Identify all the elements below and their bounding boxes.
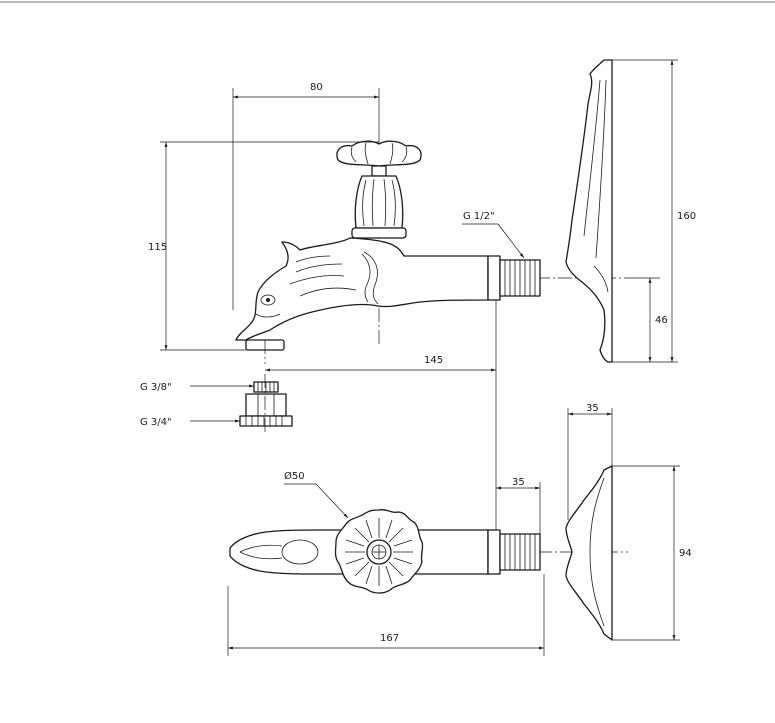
dim-94: 94 [679,548,692,559]
dimension-lines [160,59,680,656]
wall-plate-side [565,59,613,363]
outlet-adaptor [239,374,293,432]
handle-wheel-side [336,140,422,167]
thread-g38: G 3/8" [140,382,172,393]
dim-diameter-50: Ø50 [284,470,305,482]
top-view [229,465,628,641]
dim-35-top: 35 [586,403,599,414]
dim-145: 145 [424,355,443,366]
dimension-labels: 80 115 145 160 46 G 1/2" G 3/8" G 3/4" 3… [140,82,696,644]
thread-g12: G 1/2" [463,211,495,222]
side-view [235,59,628,364]
dim-160: 160 [677,211,696,222]
handle-wheel-top [334,508,424,594]
wall-plate-top [565,465,613,641]
inlet-nut [487,255,501,301]
dolphin-spout-body [235,237,489,341]
dim-46: 46 [655,315,668,326]
dim-115: 115 [148,242,167,253]
dim-35-thread: 35 [512,477,525,488]
thread-g34: G 3/4" [140,417,172,428]
dim-167: 167 [380,633,399,644]
dim-80: 80 [310,82,323,93]
